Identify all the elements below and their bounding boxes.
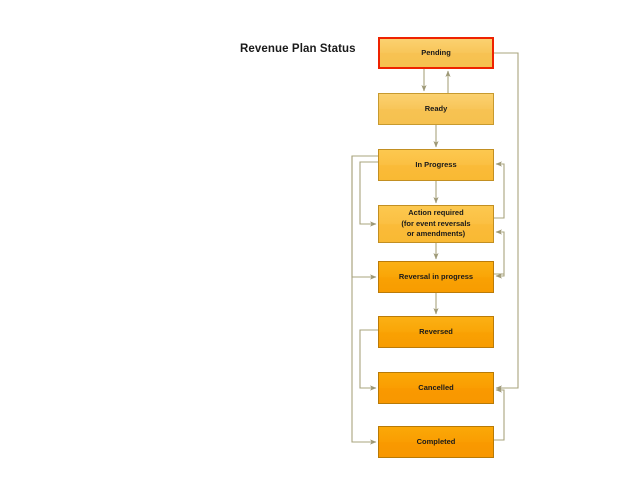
edge-loop-action-required-to-in-progress	[494, 161, 505, 219]
node-pending-label: Pending	[421, 47, 451, 57]
node-cancelled-label: Cancelled	[418, 382, 454, 392]
node-completed[interactable]: Completed	[378, 426, 494, 458]
node-ready[interactable]: Ready	[378, 93, 494, 125]
edge-loop-in-progress-to-action-required	[359, 161, 378, 227]
node-completed-label: Completed	[416, 436, 456, 446]
diagram-title: Revenue Plan Status	[240, 43, 356, 55]
edge-loop-pending-to-cancelled	[494, 52, 519, 391]
edge-loop-into-reversal	[495, 273, 505, 279]
edge-loop-in-progress-to-reversal	[351, 155, 378, 280]
node-pending[interactable]: Pending	[378, 37, 494, 69]
edge-loop-completed-to-cancelled	[494, 387, 505, 441]
node-in-progress[interactable]: In Progress	[378, 149, 494, 181]
node-reversed[interactable]: Reversed	[378, 316, 494, 348]
node-in-progress-label: In Progress	[415, 159, 457, 169]
node-cancelled[interactable]: Cancelled	[378, 372, 494, 404]
edge-loop-in-progress-to-completed	[351, 156, 377, 445]
node-reversed-label: Reversed	[419, 326, 453, 336]
node-ready-label: Ready	[424, 103, 448, 113]
edge-loop-reversed-to-cancelled	[359, 329, 378, 391]
node-action-required-label: Action required (for event reversals or …	[401, 208, 471, 239]
node-reversal-in-progress[interactable]: Reversal in progress	[378, 261, 494, 293]
node-action-required[interactable]: Action required (for event reversals or …	[378, 205, 494, 243]
node-reversal-in-progress-label: Reversal in progress	[398, 271, 474, 281]
edge-loop-reversal-to-action-required	[494, 229, 505, 275]
